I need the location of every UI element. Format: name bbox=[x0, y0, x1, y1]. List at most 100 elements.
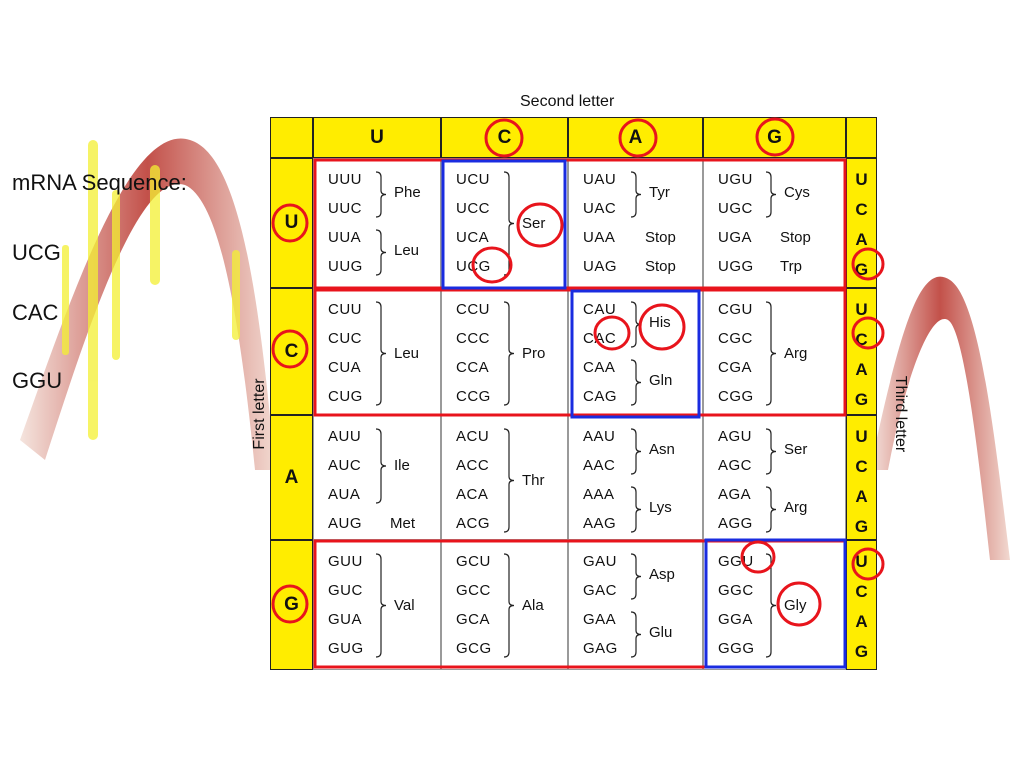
codon: GUU bbox=[328, 553, 363, 570]
brace-icon bbox=[630, 553, 642, 600]
amino-acid-label: Phe bbox=[394, 183, 421, 201]
first-letter-u: U bbox=[270, 158, 313, 288]
amino-acid-label: Pro bbox=[522, 344, 546, 362]
amino-acid-label: Trp bbox=[780, 258, 802, 275]
codon: UCC bbox=[456, 200, 490, 217]
first-letter-c: C bbox=[270, 288, 313, 415]
codon: UUU bbox=[328, 171, 362, 188]
codon: AAC bbox=[583, 457, 616, 474]
brace-icon bbox=[375, 301, 387, 406]
table-corner bbox=[846, 117, 877, 158]
codon: CGA bbox=[718, 359, 753, 376]
codon: AUG bbox=[328, 515, 363, 532]
brace-icon bbox=[765, 486, 777, 533]
codon: GCC bbox=[456, 582, 491, 599]
codon: AUA bbox=[328, 486, 361, 503]
codon: UCG bbox=[456, 258, 491, 275]
codon: ACA bbox=[456, 486, 489, 503]
codon: UCU bbox=[456, 171, 490, 188]
amino-acid-label: Leu bbox=[394, 241, 420, 259]
codon: CCG bbox=[456, 388, 491, 405]
codon: CGG bbox=[718, 388, 754, 405]
codon: UUC bbox=[328, 200, 362, 217]
amino-acid-label: Ala bbox=[522, 596, 544, 614]
codon: CAU bbox=[583, 301, 617, 318]
codon: GGC bbox=[718, 582, 754, 599]
brace-icon bbox=[503, 171, 515, 276]
codon: GAA bbox=[583, 611, 617, 628]
codon: ACG bbox=[456, 515, 491, 532]
brace-icon bbox=[630, 359, 642, 406]
third-letter-a: A bbox=[855, 612, 868, 631]
codon: CAC bbox=[583, 330, 617, 347]
amino-acid-label: Lys bbox=[649, 498, 672, 516]
third-letter-c: C bbox=[855, 200, 868, 219]
brace-icon bbox=[375, 428, 387, 504]
brace-icon bbox=[503, 301, 515, 406]
codon: AAU bbox=[583, 428, 616, 445]
codon: UCA bbox=[456, 229, 490, 246]
amino-acid-label: Met bbox=[390, 515, 416, 532]
brace-icon bbox=[630, 171, 642, 218]
codon: GGA bbox=[718, 611, 753, 628]
codon: GCG bbox=[456, 640, 492, 657]
brace-icon bbox=[375, 553, 387, 658]
codon: ACU bbox=[456, 428, 490, 445]
amino-acid-label: Thr bbox=[522, 471, 545, 489]
codon: AUC bbox=[328, 457, 362, 474]
table-corner bbox=[270, 117, 313, 158]
codon: CCC bbox=[456, 330, 490, 347]
codon: GAC bbox=[583, 582, 618, 599]
codon: AGC bbox=[718, 457, 753, 474]
codon: GCA bbox=[456, 611, 491, 628]
second-letter-a: A bbox=[568, 117, 703, 158]
sequence-codon-3: GGU bbox=[12, 368, 63, 393]
amino-acid-label: Arg bbox=[784, 498, 808, 516]
codon: GAU bbox=[583, 553, 618, 570]
amino-acid-label: Ile bbox=[394, 457, 410, 474]
codon: GAG bbox=[583, 640, 618, 657]
brace-icon bbox=[503, 428, 515, 533]
amino-acid-label: His bbox=[649, 313, 671, 331]
amino-acid-label: Cys bbox=[784, 183, 810, 201]
codon: GUA bbox=[328, 611, 363, 628]
codon: UUG bbox=[328, 258, 363, 275]
codon: GGG bbox=[718, 640, 755, 657]
codon: GCU bbox=[456, 553, 491, 570]
amino-acid-label: Asp bbox=[649, 565, 675, 583]
codon: CCU bbox=[456, 301, 490, 318]
brace-icon bbox=[503, 553, 515, 658]
third-letter-c: C bbox=[855, 457, 868, 476]
amino-acid-label: Stop bbox=[645, 229, 676, 246]
codon: UAG bbox=[583, 258, 618, 275]
codon: GGU bbox=[718, 553, 754, 570]
codon: CGC bbox=[718, 330, 753, 347]
codon: AAA bbox=[583, 486, 615, 503]
codon: UAC bbox=[583, 200, 617, 217]
brace-icon bbox=[630, 301, 642, 348]
third-letter-g: G bbox=[854, 390, 869, 409]
codon: CUG bbox=[328, 388, 363, 405]
third-letter-u: U bbox=[855, 170, 868, 189]
amino-acid-label: Leu bbox=[394, 344, 420, 362]
codon: CAG bbox=[583, 388, 618, 405]
second-letter-g: G bbox=[703, 117, 846, 158]
third-letter-a: A bbox=[855, 230, 868, 249]
brace-icon bbox=[375, 171, 387, 218]
brace-icon bbox=[765, 171, 777, 218]
amino-acid-label: Ser bbox=[784, 440, 808, 458]
amino-acid-label: Gln bbox=[649, 371, 673, 389]
third-letter-g: G bbox=[854, 517, 869, 536]
